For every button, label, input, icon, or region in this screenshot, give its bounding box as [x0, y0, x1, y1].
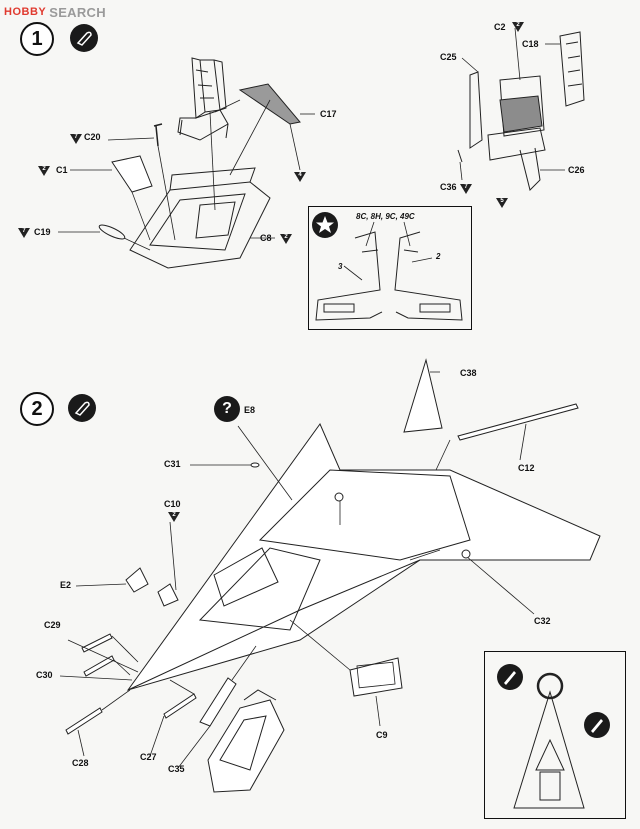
canopy-inset-box: [484, 651, 626, 819]
label-c12: C12: [518, 463, 535, 473]
aircraft-body: [128, 424, 600, 690]
label-c35: C35: [168, 764, 185, 774]
label-c18: C18: [522, 39, 539, 49]
knife-icon-right: [584, 712, 610, 738]
label-c20: C20: [84, 132, 101, 142]
label-c28: C28: [72, 758, 89, 768]
label-c26: C26: [568, 165, 585, 175]
label-c30: C30: [36, 670, 53, 680]
watermark: HOBBY SEARCH: [4, 4, 106, 20]
inset-decal-note: 8C, 8H, 9C, 49C: [356, 212, 415, 221]
label-c19: C19: [34, 227, 51, 237]
part-e2-shape: [126, 568, 148, 592]
part-c17-shape: [240, 84, 300, 124]
marker-e8-point: [335, 493, 343, 501]
part-c12-shape: [458, 404, 578, 440]
cement-icon-2: [68, 394, 96, 422]
part-c28-shape: [66, 708, 102, 734]
marker-c20: 7: [70, 134, 82, 144]
cockpit-tub: [130, 168, 270, 268]
marker-c2: 2: [512, 22, 524, 32]
label-c9: C9: [376, 730, 388, 740]
cockpit-tub-2: [208, 690, 284, 792]
part-c9-shape: [350, 658, 402, 696]
step-1-right-leaders: [460, 28, 565, 180]
part-c27-shape: [164, 694, 196, 718]
knife-icon-left: [497, 664, 523, 690]
label-c32: C32: [534, 616, 551, 626]
decal-inset-box: [308, 206, 472, 330]
label-c27: C27: [140, 752, 157, 762]
watermark-text: SEARCH: [49, 4, 106, 20]
marker-c8: 2: [280, 234, 292, 244]
label-c10: C10: [164, 499, 181, 509]
inset-label-2: 2: [436, 252, 441, 261]
part-c29-shape: [82, 634, 112, 652]
step-2-leaders: [60, 372, 534, 768]
label-c29: C29: [44, 620, 61, 630]
label-c8: C8: [260, 233, 272, 243]
label-c2: C2: [494, 22, 506, 32]
label-c36: C36: [440, 182, 457, 192]
seat-assembly-left: [178, 58, 228, 140]
inset-seats-drawing: [316, 232, 462, 320]
seat-assembly-right: [458, 32, 584, 190]
callout-5: 5: [496, 198, 508, 208]
label-c1: C1: [56, 165, 68, 175]
label-c25: C25: [440, 52, 457, 62]
part-c10-shape: [158, 584, 178, 606]
label-c31: C31: [164, 459, 181, 469]
part-c1-shape: [112, 156, 152, 192]
step-2-number: 2: [20, 392, 54, 426]
marker-c10: 2: [168, 512, 180, 522]
marker-c1: 2: [38, 166, 50, 176]
star-icon: [312, 212, 338, 238]
label-e8: E8: [244, 405, 256, 415]
seat-cushion-shape: [500, 96, 542, 132]
cement-icon: [70, 24, 98, 52]
part-c35-shape: [200, 678, 236, 726]
inset-label-3: 3: [338, 262, 343, 271]
callout-4: 4: [294, 172, 306, 182]
step-1-leaders: [58, 100, 315, 250]
label-e2: E2: [60, 580, 72, 590]
marker-c32-point: [462, 550, 470, 558]
label-c38: C38: [460, 368, 477, 378]
part-c31-shape: [251, 463, 259, 467]
part-c20-shape: [154, 124, 162, 146]
inset-canopy-drawing: [514, 674, 584, 808]
part-c38-shape: [404, 360, 442, 432]
watermark-logo: HOBBY: [4, 6, 47, 18]
label-c17: C17: [320, 109, 337, 119]
question-icon: ?: [214, 396, 240, 422]
marker-c36: 7: [460, 184, 472, 194]
marker-c19: 7: [18, 228, 30, 238]
inset-leaders: [344, 222, 432, 280]
step-1-number: 1: [20, 22, 54, 56]
